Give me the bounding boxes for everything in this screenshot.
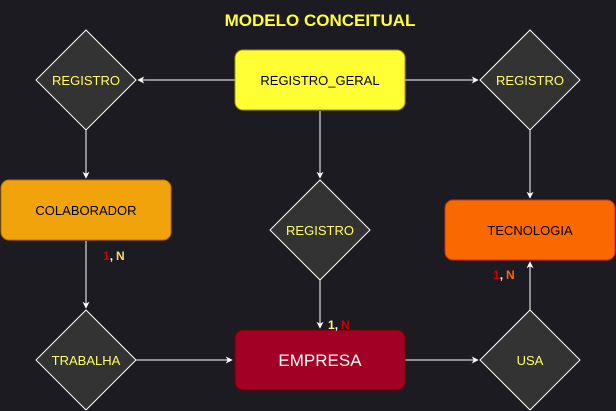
entity-empresa-label: EMPRESA	[278, 351, 362, 370]
relationship-usa-label: USA	[517, 353, 544, 368]
connectors	[82, 76, 534, 364]
relationship-registro-right[interactable]: REGISTRO	[479, 29, 581, 131]
entity-colaborador-label: COLABORADOR	[35, 203, 136, 218]
relationship-registro-center-label: REGISTRO	[286, 223, 354, 238]
entity-registro-geral-label: REGISTRO_GERAL	[260, 73, 379, 88]
entity-empresa[interactable]: EMPRESA	[234, 329, 406, 391]
cardinality-colaborador-trabalha: 1,N	[103, 249, 125, 263]
cardinality-registro-empresa: 1,N	[328, 318, 350, 332]
relationship-trabalha[interactable]: TRABALHA	[35, 309, 137, 411]
entity-tecnologia[interactable]: TECNOLOGIA	[444, 199, 616, 261]
relationship-registro-right-label: REGISTRO	[496, 73, 564, 88]
relationship-registro-left-label: REGISTRO	[52, 73, 120, 88]
diagram-title: MODELO CONCEITUAL	[225, 11, 416, 30]
entity-colaborador[interactable]: COLABORADOR	[0, 179, 172, 241]
relationship-usa[interactable]: USA	[479, 309, 581, 411]
relationship-registro-center[interactable]: REGISTRO	[269, 179, 371, 281]
entity-tecnologia-label: TECNOLOGIA	[487, 223, 573, 238]
relationship-trabalha-label: TRABALHA	[52, 353, 121, 368]
cardinality-usa-tecnologia: 1,N	[493, 268, 515, 282]
entity-registro-geral[interactable]: REGISTRO_GERAL	[234, 49, 406, 111]
relationship-registro-left[interactable]: REGISTRO	[35, 29, 137, 131]
